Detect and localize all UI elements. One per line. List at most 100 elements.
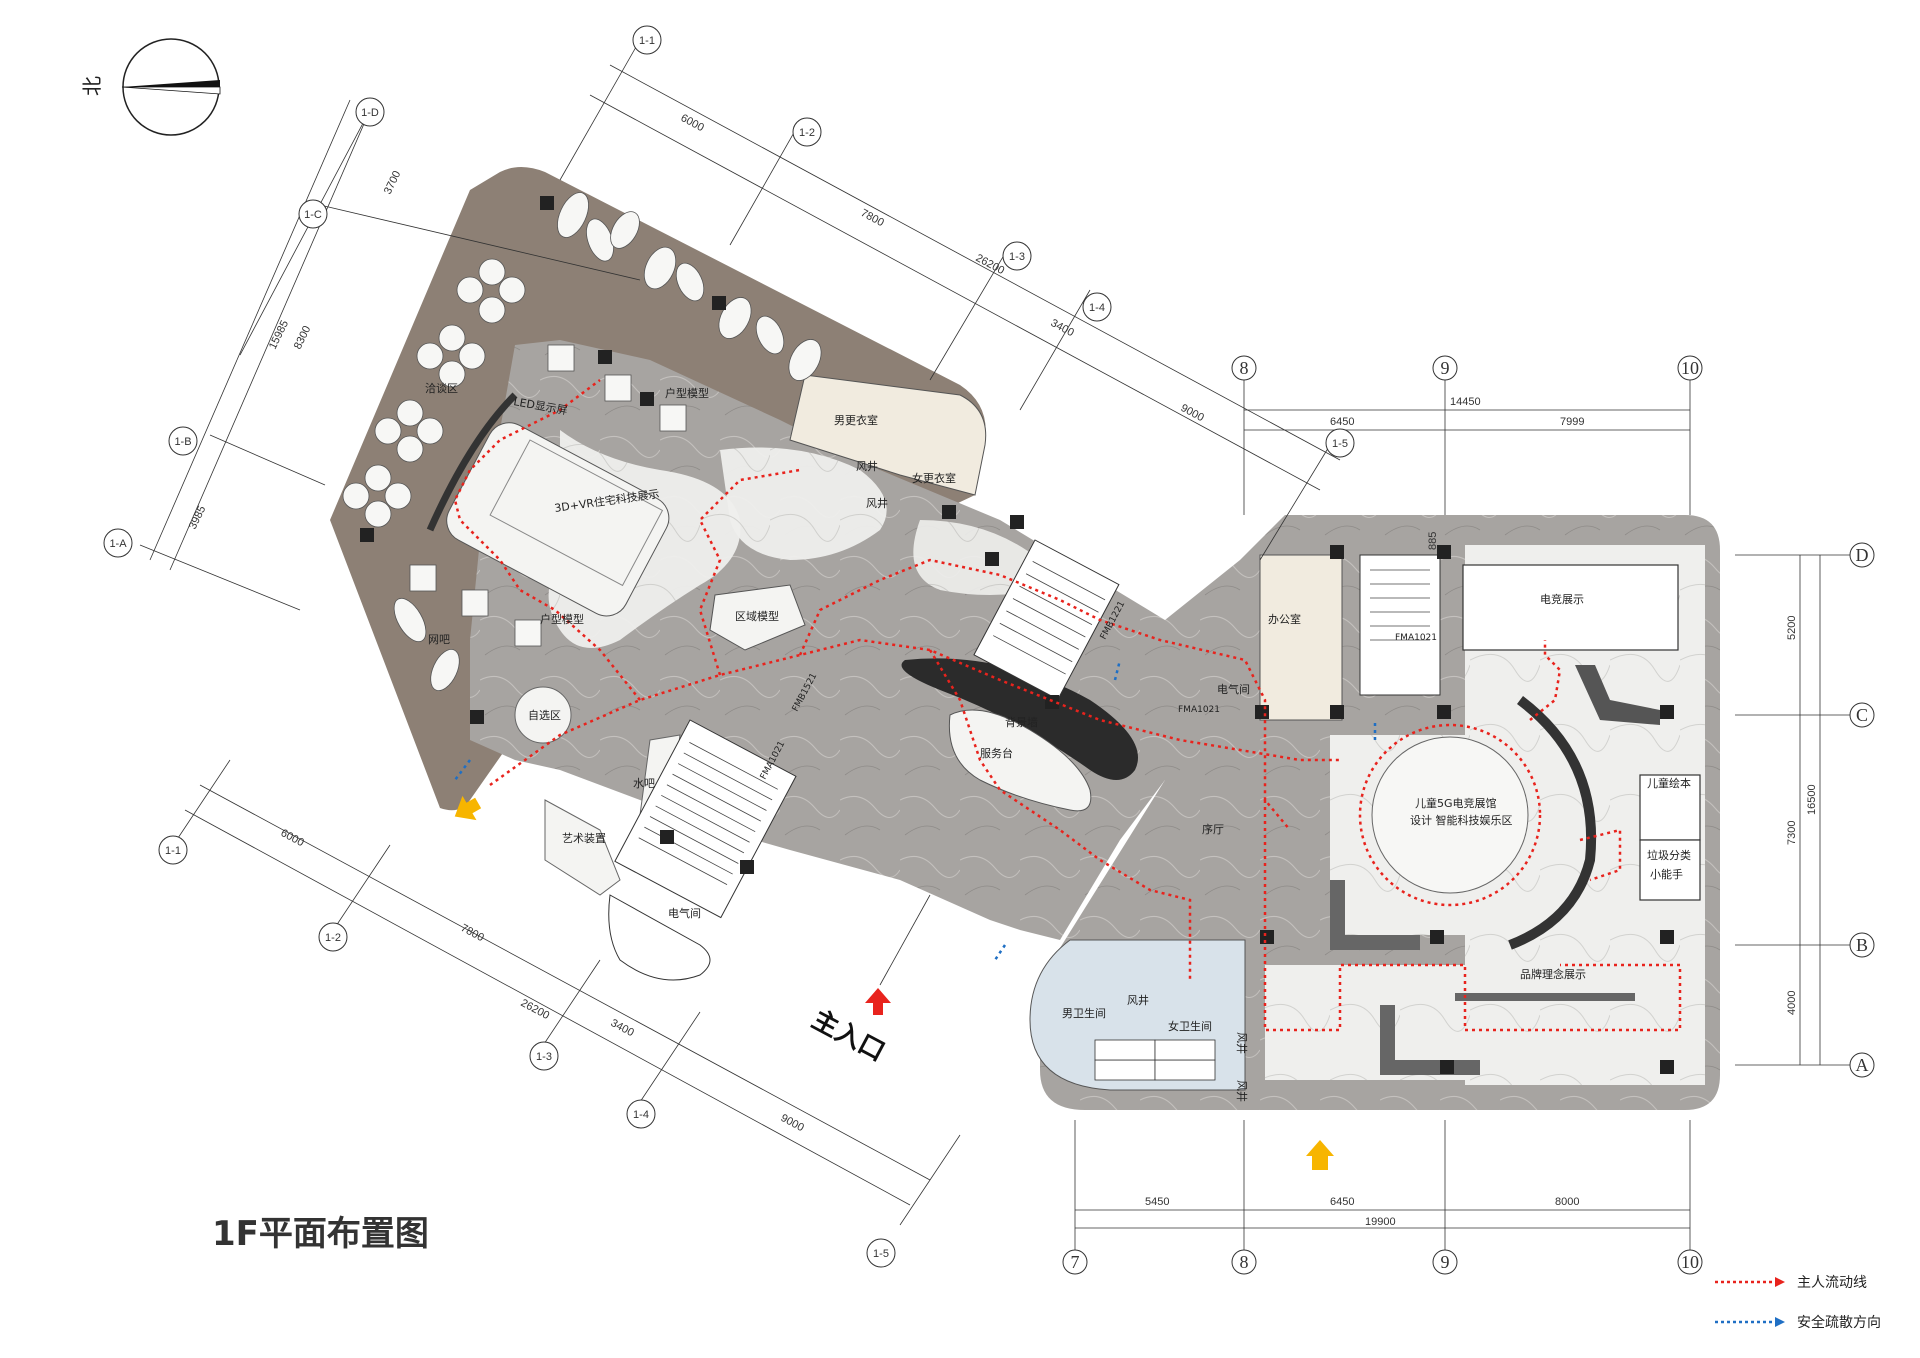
- label-waste-2: 小能手: [1650, 867, 1683, 881]
- axis-b-11: 1-1: [165, 845, 181, 857]
- dim-bot-19900: 19900: [1365, 1216, 1396, 1228]
- dim-diag-7800: 7800: [859, 207, 886, 229]
- axis-labels-wing: 1-1 1-2 1-3 1-4 1-5 1-D 1-C 1-B 1-A 1-1 …: [109, 35, 1348, 1260]
- dim-diag-6000: 6000: [679, 112, 706, 134]
- label-service-desk: 服务台: [980, 746, 1013, 760]
- label-kids-center-1: 儿童5G电竞展馆: [1415, 796, 1497, 810]
- axis-row-a: A: [1856, 1055, 1869, 1075]
- axis-col-10: 10: [1681, 358, 1699, 378]
- label-men-wc: 男卫生间: [1062, 1006, 1106, 1020]
- axis-b-13: 1-3: [536, 1051, 552, 1063]
- axis-col-10b: 10: [1681, 1252, 1699, 1272]
- evacuation-lines: [454, 659, 1377, 961]
- room-labels: 洽谈区 LED显示屏 户型模型 3D+VR住宅科技展示 网吧 户型模型 区域模型…: [425, 382, 1691, 1102]
- dim-small-885: 885: [1427, 532, 1439, 550]
- axis-row-d: D: [1856, 545, 1869, 565]
- dim-bdiag-6000: 6000: [279, 827, 306, 849]
- main-flow-lines: [453, 379, 1682, 1032]
- axis-row-b: B: [1856, 935, 1868, 955]
- label-art: 艺术装置: [562, 832, 606, 845]
- label-elec-a: 电气间: [668, 906, 701, 920]
- axis-r-11: 1-1: [639, 35, 655, 47]
- label-women-wc: 女卫生间: [1168, 1019, 1212, 1033]
- label-kids-book: 儿童绘本: [1647, 776, 1691, 790]
- left-wing: [330, 167, 1165, 981]
- label-brand: 品牌理念展示: [1520, 967, 1586, 981]
- label-air-shaft-a: 风井: [856, 459, 878, 473]
- label-self-select: 自选区: [528, 709, 561, 722]
- legend-main-flow: 主人流动线: [1797, 1275, 1867, 1291]
- dim-left-3700: 3700: [382, 169, 404, 196]
- axis-row-c: C: [1856, 705, 1868, 725]
- axis-b-12: 1-2: [325, 932, 341, 944]
- door-tag-fma2: FMA1021: [1395, 633, 1437, 643]
- axis-col-9b: 9: [1441, 1252, 1450, 1272]
- entrance-marker: 主入口: [807, 988, 891, 1068]
- axis-b-14: 1-4: [633, 1109, 649, 1121]
- axis-r-1a: 1-A: [109, 538, 127, 550]
- legend: 主人流动线 安全疏散方向: [1715, 1275, 1881, 1331]
- label-elec-b: 电气间: [1217, 682, 1250, 696]
- dim-top-7999: 7999: [1560, 416, 1584, 428]
- dim-bot-5450: 5450: [1145, 1196, 1169, 1208]
- label-backdrop: 背景墙: [1005, 715, 1038, 729]
- label-wind-shaft-c: 风井: [1235, 1032, 1249, 1054]
- entry-arrow-yellow-2: [1306, 1140, 1334, 1170]
- axis-r-12: 1-2: [799, 127, 815, 139]
- label-wind-shaft-d: 风井: [1235, 1080, 1249, 1102]
- axis-r-15: 1-5: [1332, 438, 1348, 450]
- dim-right-16500: 16500: [1806, 784, 1818, 815]
- dim-right-4000: 4000: [1786, 991, 1798, 1015]
- label-model-a: 户型模型: [665, 386, 709, 400]
- axis-col-7: 7: [1071, 1252, 1080, 1272]
- label-lobby: 序厅: [1202, 822, 1224, 836]
- dim-bdiag-9000: 9000: [779, 1112, 806, 1134]
- label-office: 办公室: [1268, 612, 1301, 626]
- label-wc-shaft: 风井: [1127, 993, 1149, 1007]
- entry-arrow-yellow-1: [454, 795, 482, 821]
- axis-r-1c: 1-C: [304, 209, 322, 221]
- north-arrow: 北: [80, 38, 221, 136]
- dim-left-3985: 3985: [187, 504, 209, 531]
- axis-r-1d: 1-D: [361, 107, 379, 119]
- grid-right: [1074, 380, 1850, 1250]
- dim-left-15985: 15985: [267, 319, 291, 352]
- axis-r-13: 1-3: [1009, 251, 1025, 263]
- label-men-dressing: 男更衣室: [834, 413, 878, 427]
- label-negotiation: 洽谈区: [425, 382, 458, 395]
- axis-col-8: 8: [1240, 358, 1249, 378]
- right-block: [1029, 515, 1720, 1110]
- axis-r-14: 1-4: [1089, 302, 1105, 314]
- dim-bdiag-3400: 3400: [609, 1017, 636, 1039]
- label-kids-center-2: 设计 智能科技娱乐区: [1410, 813, 1513, 827]
- dim-bot-6450: 6450: [1330, 1196, 1354, 1208]
- dimensions-right: 6450 7999 14450 5450 6450 8000 19900 520…: [1145, 396, 1818, 1228]
- label-waste-1: 垃圾分类: [1647, 848, 1691, 862]
- north-label: 北: [80, 76, 104, 96]
- page-title: 1F平面布置图: [212, 1214, 429, 1254]
- label-region-model: 区域模型: [735, 609, 779, 623]
- dim-top-6450: 6450: [1330, 416, 1354, 428]
- door-tag-fma1: FMA1021: [1178, 705, 1220, 715]
- axis-b-15: 1-5: [873, 1248, 889, 1260]
- axis-bubbles-wing: [103, 25, 1355, 1268]
- axis-col-9: 9: [1441, 358, 1450, 378]
- label-water-bar: 水吧: [633, 777, 655, 790]
- dim-right-5200: 5200: [1786, 616, 1798, 640]
- dim-right-7300: 7300: [1786, 821, 1798, 845]
- axis-r-1b: 1-B: [174, 436, 191, 448]
- label-model-b: 户型模型: [540, 612, 584, 626]
- axis-bubbles-right: [1062, 355, 1875, 1275]
- dim-diag-26200: 26200: [974, 252, 1007, 277]
- dim-bdiag-7800: 7800: [459, 922, 486, 944]
- axis-labels-right: 8 9 10 7 8 9 10 D C B A: [1071, 358, 1869, 1272]
- grid-wing: [139, 39, 1341, 1226]
- label-internet-bar: 网吧: [428, 633, 450, 646]
- dim-bot-8000: 8000: [1555, 1196, 1579, 1208]
- axis-col-8b: 8: [1240, 1252, 1249, 1272]
- label-esports: 电竞展示: [1540, 592, 1584, 606]
- dim-top-14450: 14450: [1450, 396, 1481, 408]
- label-women-dressing: 女更衣室: [912, 471, 956, 485]
- legend-evacuation: 安全疏散方向: [1797, 1314, 1881, 1331]
